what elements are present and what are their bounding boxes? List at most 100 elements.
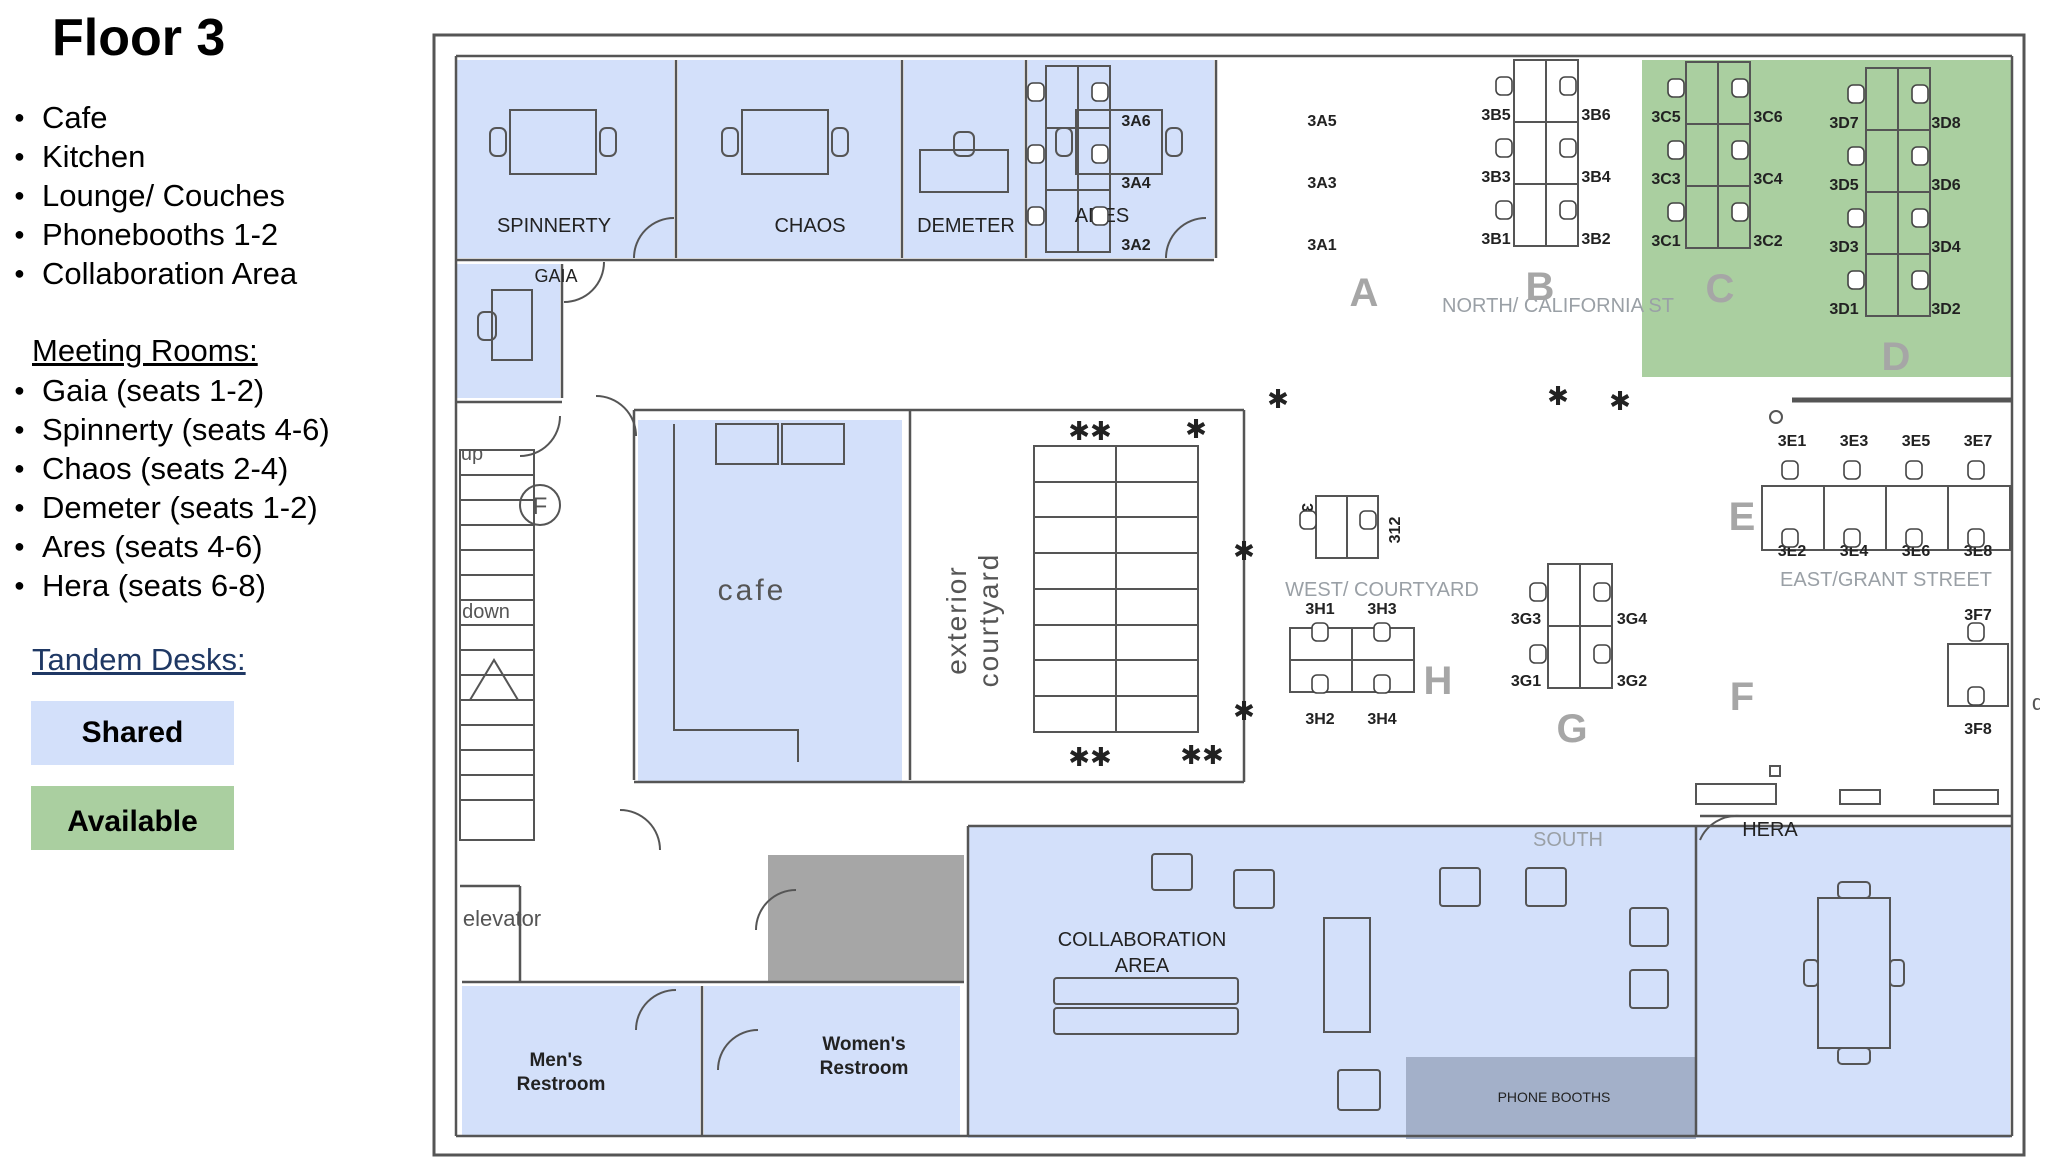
desk-cluster-b (1513, 59, 1579, 247)
desk-cluster-a (1045, 65, 1111, 253)
svg-text:✱✱: ✱✱ (1180, 740, 1224, 770)
legend-panel: Floor 3 Cafe Kitchen Lounge/ Couches Pho… (0, 0, 420, 1158)
desk-label: 3C6 (1753, 109, 1782, 126)
desk-label: 3G3 (1511, 611, 1541, 628)
chair-icon (1905, 528, 1923, 548)
ares-shade (1028, 60, 1214, 258)
chair-icon (1091, 206, 1109, 226)
chair-icon (1559, 138, 1577, 158)
amenity-item: Phonebooths 1-2 (14, 215, 297, 254)
svg-text:✱: ✱ (1267, 384, 1289, 414)
desk-label: 3H2 (1305, 711, 1334, 728)
chair-icon (1311, 674, 1329, 694)
desk-label: 3B2 (1581, 231, 1610, 248)
desk-cluster-g (1547, 563, 1613, 689)
area-east: EAST/GRANT STREET (1780, 569, 1992, 591)
gaia-label: GAIA (534, 266, 577, 286)
desk-cluster-e (1761, 485, 2011, 551)
svg-text:✱: ✱ (1609, 386, 1631, 416)
collab-label-1: COLLABORATION (1058, 929, 1227, 951)
desk-label: 3B6 (1581, 107, 1610, 124)
amenities-list: Cafe Kitchen Lounge/ Couches Phonebooths… (14, 98, 297, 293)
floor-plan-svg: ✱✱ ✱ ✱ ✱ ✱ ✱✱ ✱✱ ✱ ✱ (432, 33, 2044, 1157)
desk-label: 3A6 (1121, 113, 1150, 130)
room-labels: SPINNERTY CHAOS DEMETER ARES GAIA cafe e… (461, 205, 2044, 1105)
area-west: WEST/ COURTYARD (1285, 579, 1479, 601)
chair-icon (1027, 82, 1045, 102)
desk-label: 3B4 (1581, 169, 1610, 186)
womens-label-1: Women's (822, 1034, 905, 1055)
area-labels: NORTH/ CALIFORNIA ST WEST/ COURTYARD EAS… (1285, 295, 1992, 851)
desk-label: 3B5 (1481, 107, 1510, 124)
desk-label: 3E1 (1778, 433, 1807, 450)
desk-label: 3C3 (1651, 171, 1680, 188)
desk-label: 3H4 (1367, 711, 1396, 728)
available-legend-swatch: Available (31, 786, 234, 850)
zone-e: E (1729, 495, 1756, 539)
desk-label: 3C2 (1753, 233, 1782, 250)
chair-icon (1091, 82, 1109, 102)
svg-text:✱: ✱ (1233, 536, 1255, 566)
chair-icon (1495, 138, 1513, 158)
chair-icon (1911, 84, 1929, 104)
mens-label-2: Restroom (517, 1074, 606, 1095)
chair-icon (1911, 208, 1929, 228)
phone-booths-label: PHONE BOOTHS (1498, 1089, 1611, 1105)
desk-label: 3C1 (1651, 233, 1680, 250)
demeter-label: DEMETER (917, 215, 1015, 237)
desk-cluster-c (1685, 61, 1751, 249)
desk-label: 3G4 (1617, 611, 1647, 628)
desk-cluster-f (1947, 643, 2009, 707)
desk-label: 3D5 (1829, 177, 1858, 194)
courtyard-tables (1033, 445, 1199, 733)
meeting-rooms-list: Gaia (seats 1-2) Spinnerty (seats 4-6) C… (14, 371, 330, 605)
zone-b: B (1526, 265, 1555, 309)
desk-label: 3E3 (1840, 433, 1869, 450)
courtyard-label-2: courtyard (973, 553, 1004, 688)
desk-label: 3A2 (1121, 237, 1150, 254)
desk-label: 3D2 (1931, 301, 1960, 318)
chair-icon (1911, 270, 1929, 290)
chair-icon (1359, 510, 1377, 530)
desk-label: 3D3 (1829, 239, 1858, 256)
spinnerty-shade (456, 60, 674, 258)
stair-marker-circle (519, 484, 561, 526)
cafe-furniture (673, 423, 845, 762)
stairs-down-label: down (462, 601, 510, 623)
gaia-shade (456, 264, 560, 398)
hera-label: HERA (1742, 819, 1798, 841)
stair-marker-label: F (533, 493, 548, 520)
zone-letters: A B C D E F G H (1350, 265, 1911, 751)
chair-icon (1593, 644, 1611, 664)
chair-icon (1911, 146, 1929, 166)
desk-label: 3C5 (1651, 109, 1680, 126)
chair-icon (1967, 460, 1985, 480)
meeting-room-item: Gaia (seats 1-2) (14, 371, 330, 410)
chair-icon (1847, 270, 1865, 290)
amenity-item: Kitchen (14, 137, 297, 176)
collab-label-2: AREA (1115, 955, 1170, 977)
chair-icon (1593, 582, 1611, 602)
desk-labels: 3A5 3A6 3A3 3A4 3A1 3A2 3B5 3B6 3B3 3B4 … (1121, 107, 1992, 738)
meeting-room-item: Hera (seats 6-8) (14, 566, 330, 605)
courtyard-label-1: exterior (941, 565, 972, 674)
amenity-item: Cafe (14, 98, 297, 137)
chair-icon (1529, 582, 1547, 602)
desk-label: 3C4 (1753, 171, 1782, 188)
desk-label: 3A3 (1307, 175, 1336, 192)
desk-cluster-d (1865, 67, 1931, 317)
svg-text:✱✱: ✱✱ (1068, 416, 1112, 446)
desk-pair-311-312 (1315, 495, 1379, 559)
floor-title: Floor 3 (52, 9, 226, 67)
chair-icon (1967, 528, 1985, 548)
chair-icon (1495, 200, 1513, 220)
desk-label: 3E7 (1964, 433, 1993, 450)
chair-icon (1843, 460, 1861, 480)
meeting-room-item: Chaos (seats 2-4) (14, 449, 330, 488)
desk-label: 3G1 (1511, 673, 1541, 690)
chair-icon (1559, 200, 1577, 220)
chair-icon (1311, 622, 1329, 642)
zone-f: F (1730, 675, 1754, 719)
desk-label: 3A1 (1307, 237, 1336, 254)
meeting-room-item: Ares (seats 4-6) (14, 527, 330, 566)
